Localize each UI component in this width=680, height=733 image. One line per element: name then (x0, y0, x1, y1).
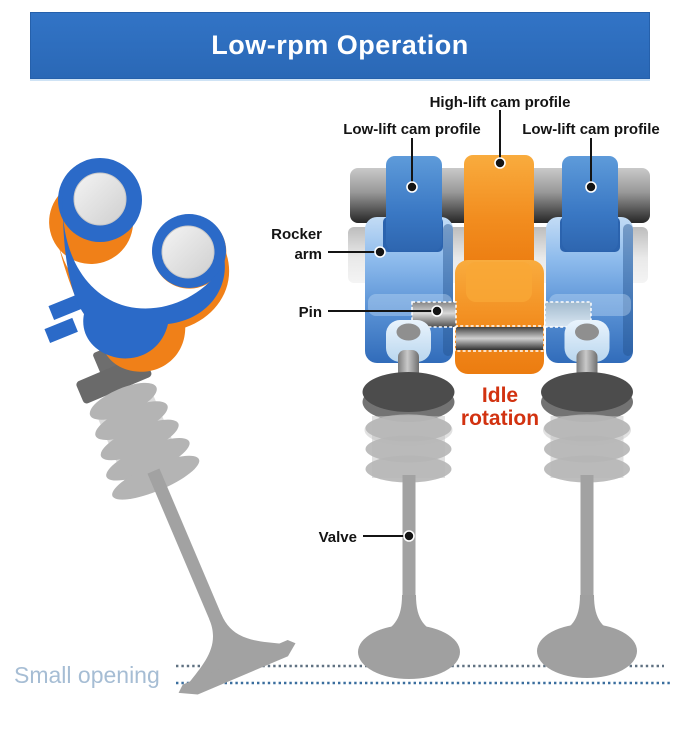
leader-dot-rocker-arm (374, 246, 386, 258)
label-low-lift-cam-profile-left: Low-lift cam profile (343, 121, 481, 138)
label-small-opening: Small opening (14, 662, 160, 688)
title-bar: Low-rpm Operation (30, 12, 650, 79)
leader-dot-pin (431, 305, 443, 317)
leader-dot-valve (403, 530, 415, 542)
valve-head-right-front (537, 595, 637, 678)
leader-dot-low-lift-right (585, 181, 597, 193)
valve-left-front (362, 372, 455, 605)
valve-head-left-front (358, 595, 460, 679)
label-valve: Valve (318, 529, 357, 546)
label-high-lift-cam-profile: High-lift cam profile (429, 94, 571, 111)
label-rocker-arm: Rocker arm (271, 226, 322, 263)
low-lift-cam-right (562, 156, 618, 251)
low-lift-cam-left (386, 156, 442, 251)
label-low-lift-cam-profile-right: Low-lift cam profile (522, 121, 660, 138)
side-view-valve (76, 346, 296, 695)
pin-center (454, 325, 545, 352)
page-title: Low-rpm Operation (211, 30, 469, 60)
side-view-rocker-arm-low-lift (44, 158, 226, 359)
leader-dot-low-lift-left (406, 181, 418, 193)
label-pin: Pin (298, 304, 322, 321)
leader-dot-high-lift (494, 157, 506, 169)
label-idle-rotation: Idle rotation (460, 384, 540, 430)
valve-right-front (541, 372, 633, 605)
